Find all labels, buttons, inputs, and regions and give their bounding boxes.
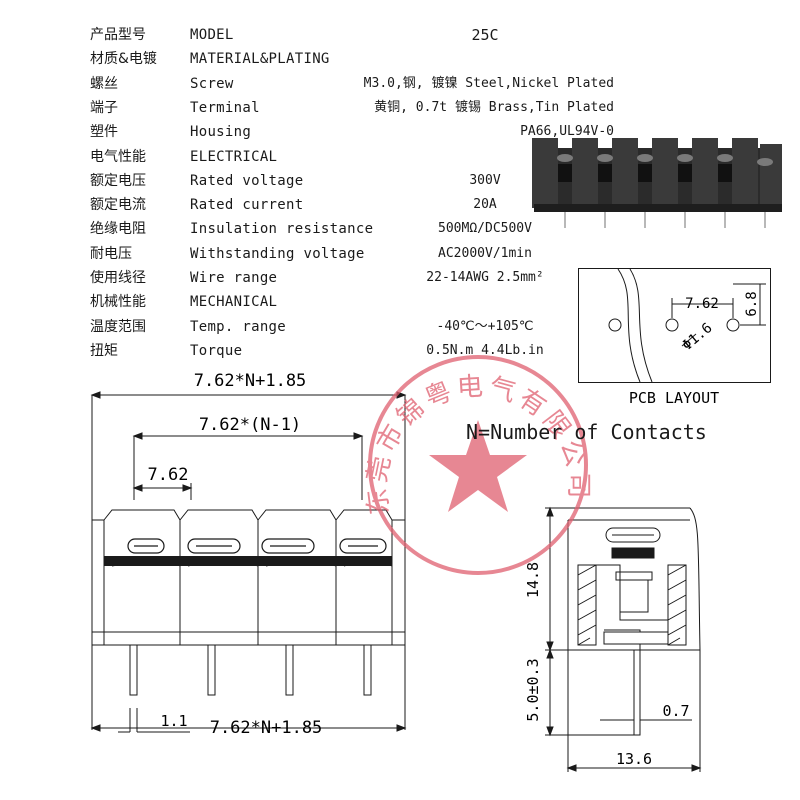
spec-value: 22-14AWG 2.5mm² bbox=[426, 270, 544, 285]
spec-value: 黄铜, 0.7t 镀锡 Brass,Tin Plated bbox=[374, 99, 614, 115]
spec-label-en: Screw bbox=[190, 75, 234, 92]
spec-label-cn: 端子 bbox=[90, 99, 118, 116]
spec-label-cn: 耐电压 bbox=[90, 245, 132, 262]
pin-offset-label: 1.1 bbox=[160, 712, 187, 730]
spec-label-en: Rated current bbox=[190, 197, 304, 214]
spec-label-en: Terminal bbox=[190, 99, 260, 116]
spec-label-en: Housing bbox=[190, 124, 252, 141]
spec-label-cn: 扭矩 bbox=[90, 342, 118, 359]
spec-row-screw: 螺丝 Screw M3.0,钢, 镀镍 Steel,Nickel Plated bbox=[90, 73, 630, 95]
spec-value: M3.0,钢, 镀镍 Steel,Nickel Plated bbox=[363, 75, 614, 91]
spec-label-en: Insulation resistance bbox=[190, 221, 374, 238]
spec-value: 500MΩ/DC500V bbox=[438, 221, 532, 237]
spec-label-en: Temp. range bbox=[190, 318, 287, 335]
span-label: 7.62*(N-1) bbox=[199, 415, 301, 435]
spec-label-en: Torque bbox=[190, 342, 243, 359]
side-height-label: 14.8 bbox=[524, 562, 542, 598]
pin-width-label: 0.7 bbox=[662, 702, 689, 720]
spec-label-cn: 绝缘电阻 bbox=[90, 221, 146, 238]
model-value: 25C bbox=[471, 26, 499, 44]
pcb-height-label: 6.8 bbox=[744, 291, 760, 316]
spec-row-model: 产品型号 MODEL 25C bbox=[90, 24, 630, 46]
spec-label-en: MECHANICAL bbox=[190, 294, 278, 311]
pcb-hole bbox=[665, 318, 679, 332]
spec-label-en: MODEL bbox=[190, 27, 234, 43]
spec-value: -40℃～+105℃ bbox=[436, 318, 534, 334]
spec-label-cn: 螺丝 bbox=[90, 75, 118, 92]
spec-value: AC2000V/1min bbox=[438, 245, 532, 261]
spec-row-wire-range: 使用线径 Wire range 22-14AWG 2.5mm² bbox=[90, 267, 630, 289]
spec-row-withstanding: 耐电压 Withstanding voltage AC2000V/1min bbox=[90, 243, 630, 265]
spec-row-electrical: 电气性能 ELECTRICAL bbox=[90, 146, 630, 168]
company-seal: 东莞市锦粤电气有限公司 bbox=[362, 355, 589, 575]
spec-label-en: Wire range bbox=[190, 270, 278, 286]
spec-label-en: MATERIAL&PLATING bbox=[190, 51, 330, 68]
spec-label-cn: 材质&电镀 bbox=[90, 51, 157, 68]
side-width-label: 13.6 bbox=[616, 750, 652, 768]
spec-label-en: Withstanding voltage bbox=[190, 245, 365, 262]
pcb-hole bbox=[608, 318, 622, 332]
spec-row-housing: 塑件 Housing PA66,UL94V-0 bbox=[90, 121, 630, 143]
spec-value: PA66,UL94V-0 bbox=[520, 124, 614, 140]
overall-width-label: 7.62*N+1.85 bbox=[194, 371, 307, 391]
pcb-layout-label: PCB LAYOUT bbox=[629, 389, 719, 407]
spec-row-mechanical: 机械性能 MECHANICAL bbox=[90, 291, 630, 313]
spec-label-cn: 温度范围 bbox=[90, 318, 146, 335]
pcb-pitch-label: 7.62 bbox=[685, 296, 719, 312]
spec-label-cn: 电气性能 bbox=[90, 148, 146, 165]
spec-value: 20A bbox=[473, 197, 497, 213]
spec-value: 300V bbox=[469, 172, 501, 188]
spec-row-insulation: 绝缘电阻 Insulation resistance 500MΩ/DC500V bbox=[90, 218, 630, 240]
spec-label-en: ELECTRICAL bbox=[190, 148, 278, 165]
spec-label-cn: 使用线径 bbox=[90, 270, 146, 286]
spec-row-current: 额定电流 Rated current 20A bbox=[90, 194, 630, 216]
pcb-hole bbox=[726, 318, 740, 332]
bottom-overall-label: 7.62*N+1.85 bbox=[210, 718, 323, 738]
pcb-layout-box: 7.62 6.8 Φ1.6 PCB LAYOUT bbox=[578, 268, 771, 407]
spec-label-cn: 额定电流 bbox=[90, 197, 146, 214]
spec-label-cn: 塑件 bbox=[90, 124, 118, 141]
product-photo bbox=[532, 138, 782, 228]
spec-value: 0.5N.m 4.4Lb.in bbox=[426, 342, 544, 358]
spec-label-cn: 额定电压 bbox=[90, 172, 146, 189]
spec-row-temp: 温度范围 Temp. range -40℃～+105℃ bbox=[90, 316, 630, 338]
spec-row-material: 材质&电镀 MATERIAL&PLATING bbox=[90, 48, 630, 70]
spec-label-cn: 机械性能 bbox=[90, 294, 146, 311]
spec-label-cn: 产品型号 bbox=[90, 27, 146, 43]
spec-row-voltage: 额定电压 Rated voltage 300V bbox=[90, 170, 630, 192]
pin-length-label: 5.0±0.3 bbox=[524, 658, 542, 721]
pitch-label: 7.62 bbox=[148, 465, 189, 485]
spec-row-torque: 扭矩 Torque 0.5N.m 4.4Lb.in bbox=[90, 340, 630, 362]
contacts-note: N=Number of Contacts bbox=[466, 420, 707, 444]
spec-label-en: Rated voltage bbox=[190, 172, 304, 189]
spec-row-terminal: 端子 Terminal 黄铜, 0.7t 镀锡 Brass,Tin Plated bbox=[90, 97, 630, 119]
